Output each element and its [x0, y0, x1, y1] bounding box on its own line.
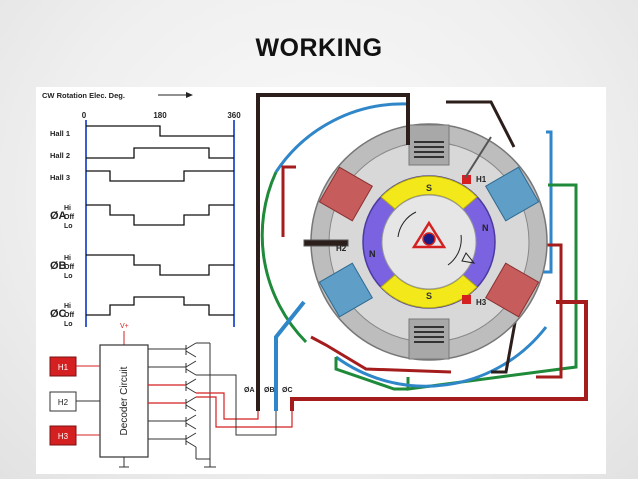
diagram-panel: CW Rotation Elec. Deg. 0 180 360 Hall 1 … — [36, 87, 606, 474]
lead-phase-a — [256, 93, 410, 411]
motor-h2-label: H2 — [336, 244, 347, 253]
sensor-h1-label: H1 — [58, 363, 69, 372]
drive-circuit: V+ Decoder Circuit H1 H2 H3 — [49, 323, 293, 468]
phaseC-hi: Hi — [64, 303, 71, 310]
rotor-rotation-arrow — [461, 252, 476, 264]
stator-tooth-ul — [318, 166, 373, 222]
hall1-waveform — [86, 125, 234, 137]
shaft-triangle — [411, 220, 447, 249]
winding-loop-red-bottom — [310, 335, 452, 374]
hall2-waveform — [86, 147, 234, 159]
lead-phase-b — [274, 300, 306, 411]
lead-label-b: ØB — [264, 387, 275, 394]
motor-h1-label: H1 — [476, 175, 487, 184]
sensor-h2-label: H2 — [58, 398, 69, 407]
hall2-label: Hall 2 — [50, 151, 70, 160]
phaseA-waveform — [86, 204, 234, 226]
winding-loop-blue-bottom — [335, 326, 548, 388]
rotation-arrow-head — [186, 92, 193, 98]
hall3-label: Hall 3 — [50, 173, 70, 182]
stator-tooth-ll — [318, 262, 373, 318]
hall-marker-h3 — [462, 295, 471, 304]
switch-bank — [148, 342, 216, 468]
hall3-waveform — [86, 170, 234, 182]
sensor-h3-label: H3 — [58, 432, 69, 441]
phase-leads: ØA ØB ØC — [244, 93, 588, 411]
phaseB-waveform — [86, 254, 234, 276]
phaseB-off: Off — [64, 264, 75, 271]
lead-label-c: ØC — [282, 387, 293, 394]
timing-diagram: CW Rotation Elec. Deg. 0 180 360 Hall 1 … — [42, 91, 241, 328]
phaseC-off: Off — [64, 312, 75, 319]
winding-loop-blue-top — [274, 102, 410, 173]
pole-s-top: S — [426, 183, 432, 193]
winding-loop-dark-top — [446, 100, 516, 148]
decoder-circuit-box — [99, 344, 149, 458]
supply-label: V+ — [120, 323, 129, 330]
phaseB-lo: Lo — [64, 273, 73, 280]
coil-top — [414, 141, 444, 158]
rotor-rotation-arc-right — [447, 234, 462, 266]
lead-phase-c — [290, 300, 588, 411]
pole-s-bottom: S — [426, 291, 432, 301]
active-path-a — [196, 392, 259, 420]
coil-bottom — [414, 326, 444, 343]
rotor-rotation-arc-left — [397, 211, 417, 238]
phaseC-symbol: ØC — [50, 308, 67, 320]
stator-tooth-lr — [485, 262, 540, 318]
phaseB-symbol: ØB — [50, 260, 67, 272]
stator-tooth-ur — [485, 166, 540, 222]
stator-tooth-top — [408, 124, 450, 166]
winding-loop-red-left — [281, 165, 296, 237]
tick-0: 0 — [82, 111, 87, 120]
shaft-center — [422, 232, 436, 246]
decoder-label: Decoder Circuit — [119, 366, 130, 435]
winding-loop-green-left — [260, 171, 308, 344]
hall1-label: Hall 1 — [50, 129, 70, 138]
phaseA-off: Off — [64, 214, 75, 221]
bldc-diagram: CW Rotation Elec. Deg. 0 180 360 Hall 1 … — [42, 91, 588, 468]
phaseC-waveform — [86, 296, 234, 316]
hall-marker-h2 — [303, 239, 349, 247]
phaseB-hi: Hi — [64, 255, 71, 262]
hall-marker-h1 — [462, 175, 471, 184]
phaseA-lo: Lo — [64, 223, 73, 230]
h1-indicator — [464, 136, 492, 179]
magnet-s-bottom — [380, 274, 478, 309]
lead-label-a: ØA — [244, 387, 255, 394]
winding-loop-dark-bottom — [491, 316, 518, 374]
stator-tooth-bottom — [408, 318, 450, 360]
idle-path-b — [196, 374, 277, 436]
pole-n-right: N — [482, 223, 489, 233]
phaseC-lo: Lo — [64, 321, 73, 328]
motor-h3-label: H3 — [476, 298, 487, 307]
motor: S N S N H1 H2 H3 — [260, 100, 578, 391]
phaseA-symbol: ØA — [50, 210, 67, 222]
winding-loop-green-bottom — [334, 357, 408, 391]
phaseA-hi: Hi — [64, 205, 71, 212]
magnet-s-top — [380, 175, 478, 210]
slide-title: WORKING — [255, 34, 383, 62]
pole-n-left: N — [369, 249, 376, 259]
tick-180: 180 — [153, 111, 167, 120]
active-path-c — [196, 396, 293, 428]
tick-360: 360 — [227, 111, 241, 120]
rotation-label: CW Rotation Elec. Deg. — [42, 91, 125, 100]
